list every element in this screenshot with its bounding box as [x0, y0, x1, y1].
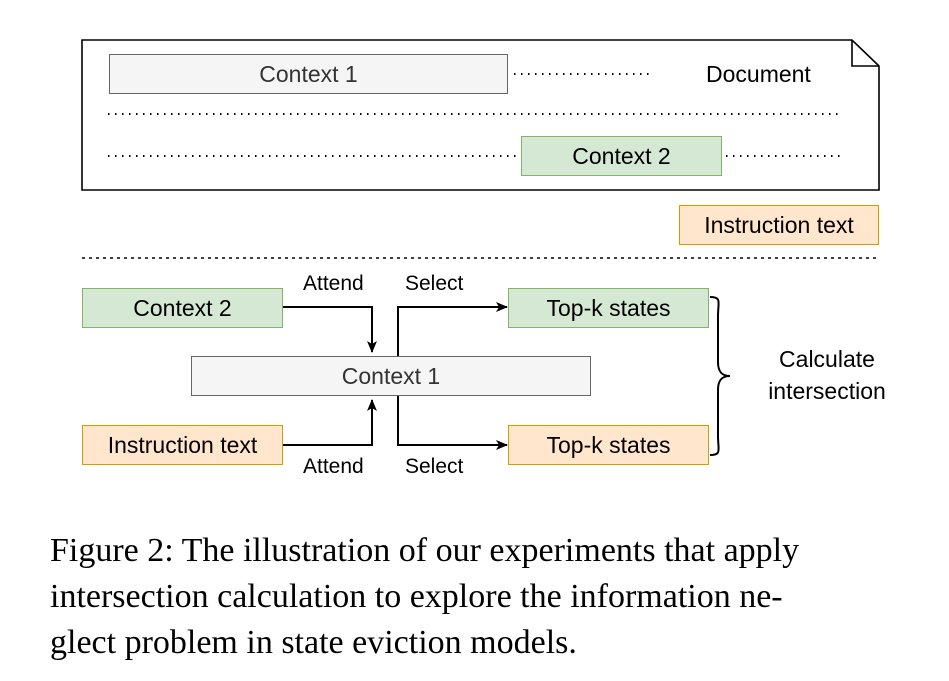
- topk-top-label: Top-k states: [546, 294, 671, 321]
- instruction-top-label: Instruction text: [704, 211, 854, 238]
- caption-line1: Figure 2: The illustration of our experi…: [50, 532, 800, 569]
- flow-context2-label: Context 2: [133, 294, 232, 321]
- flow-context1-label: Context 1: [341, 362, 441, 389]
- calculate-intersection-label: Calculate intersection: [752, 343, 902, 407]
- topk-bottom-box: Top-k states: [508, 425, 709, 465]
- topk-bottom-label: Top-k states: [546, 431, 671, 458]
- document-fold: [851, 40, 879, 67]
- topk-top-box: Top-k states: [508, 288, 709, 328]
- caption-line3: glect problem in state eviction models.: [50, 624, 577, 661]
- attend-arrow-bottom: [283, 399, 377, 446]
- attend-arrow-top: [283, 306, 377, 353]
- figure-caption: Figure 2: The illustration of our experi…: [50, 528, 940, 666]
- intersection-brace: [709, 296, 731, 456]
- document-label: Document: [706, 61, 811, 87]
- attend-label-bottom: Attend: [303, 455, 364, 478]
- select-arrow-bottom: [397, 396, 508, 450]
- flow-instruction-box: Instruction text: [82, 425, 283, 465]
- select-label-top: Select: [405, 272, 464, 295]
- attend-label-top: Attend: [303, 272, 364, 295]
- doc-context1-box: Context 1: [109, 54, 508, 94]
- instruction-top-box: Instruction text: [679, 205, 879, 245]
- calc-line1: Calculate: [779, 346, 875, 372]
- calc-line2: intersection: [768, 378, 886, 404]
- flow-context1-box: Context 1: [191, 356, 591, 396]
- flow-context2-box: Context 2: [82, 288, 283, 328]
- doc-context1-label: Context 1: [259, 60, 358, 87]
- doc-context2-box: Context 2: [521, 136, 722, 176]
- select-label-bottom: Select: [405, 455, 464, 478]
- select-arrow-top: [397, 302, 508, 356]
- flow-instruction-label: Instruction text: [107, 431, 258, 458]
- doc-context2-label: Context 2: [572, 142, 671, 169]
- caption-line2: intersection calculation to explore the …: [50, 578, 783, 615]
